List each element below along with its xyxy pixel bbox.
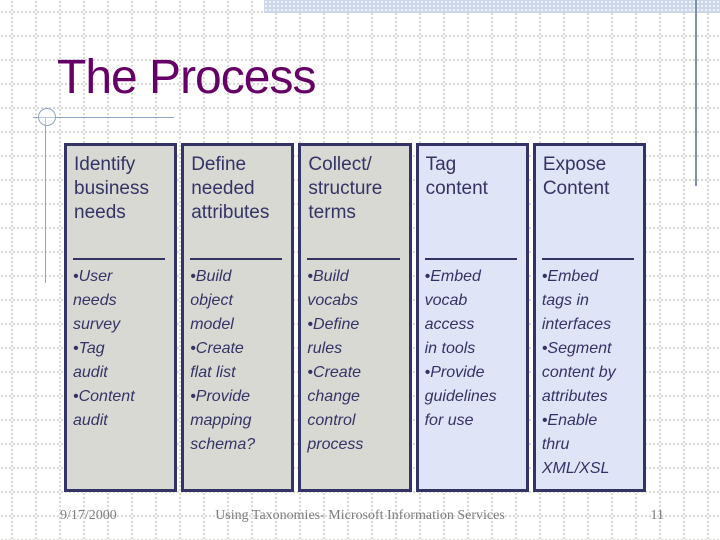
bullet-item: •Define rules [307, 316, 360, 357]
bullet-item: •Create flat list [190, 340, 244, 381]
process-column-collect: Collect/ structure terms •Build vocabs •D… [298, 143, 412, 492]
header-divider [424, 258, 517, 260]
bullet-item: •Enable thru XML/XSL [541, 412, 610, 477]
ornament-vertical-line [45, 118, 46, 283]
column-bullets: •Embed tags in interfaces •Segment conten… [536, 263, 643, 489]
slide-title: The Process [57, 51, 316, 104]
slide-footer: 9/17/2000 Using Taxonomies- Microsoft In… [0, 508, 720, 532]
column-bullets: •Build vocabs •Define rules •Create change… [301, 263, 408, 489]
right-accent-line [695, 0, 697, 186]
footer-title: Using Taxonomies- Microsoft Information … [215, 508, 505, 523]
column-header: Tag content [425, 154, 488, 199]
bullet-item: •Embed tags in interfaces [541, 268, 612, 333]
column-header: Define needed attributes [191, 154, 270, 223]
footer-page-number: 11 [650, 508, 664, 523]
ornament-circle-icon [38, 108, 56, 126]
process-column-expose: Expose Content •Embed tags in interfaces… [532, 143, 647, 492]
title-underline [33, 117, 174, 118]
top-accent-band [264, 0, 720, 13]
column-header: Expose Content [542, 154, 610, 199]
process-column-define: Define needed attributes •Build object m… [181, 143, 295, 492]
process-column-identify: Identify business needs •User needs surv… [64, 143, 178, 492]
process-column-tag: Tag content •Embed vocab access in tools… [415, 143, 529, 492]
bullet-item: •Segment content by attributes [541, 340, 616, 405]
bullet-item: •Provide mapping schema? [190, 388, 256, 453]
header-divider [73, 258, 166, 260]
process-table: Identify business needs •User needs surv… [64, 143, 647, 492]
bullet-item: •Build vocabs [307, 268, 359, 309]
header-divider [541, 258, 635, 260]
bullet-item: •Embed vocab access in tools [424, 268, 481, 357]
bullet-item: •Content audit [73, 388, 135, 429]
bullet-item: •Provide guidelines for use [424, 364, 497, 429]
header-divider [307, 258, 400, 260]
bullet-item: •Build object model [190, 268, 234, 333]
footer-date: 9/17/2000 [60, 508, 117, 523]
header-divider [190, 258, 283, 260]
column-header: Collect/ structure terms [308, 154, 383, 223]
bullet-item: •Create change control process [307, 364, 364, 453]
column-bullets: •Embed vocab access in tools •Provide gui… [419, 263, 526, 489]
column-bullets: •User needs survey •Tag audit •Content aud… [67, 263, 174, 489]
column-bullets: •Build object model •Create flat list •Pro… [184, 263, 291, 489]
bullet-item: •User needs survey [73, 268, 121, 333]
column-header: Identify business needs [74, 154, 149, 223]
bullet-item: •Tag audit [73, 340, 108, 381]
